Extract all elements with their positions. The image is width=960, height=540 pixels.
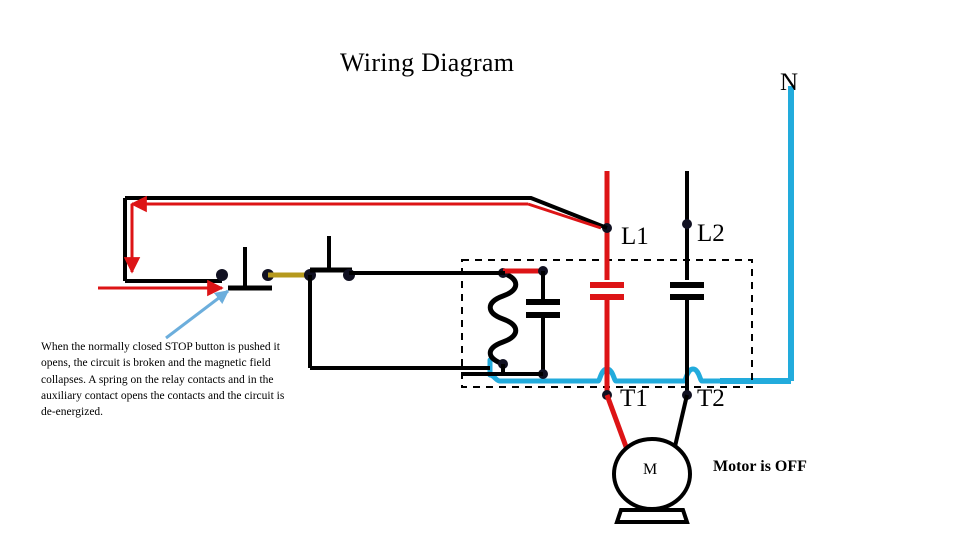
l2-branch <box>670 171 704 400</box>
label-neutral: N <box>780 69 799 96</box>
label-motor-state: Motor is OFF <box>713 458 807 475</box>
explanation-caption: When the normally closed STOP button is … <box>41 341 285 419</box>
relay-coil-assembly <box>462 266 560 379</box>
stop-pushbutton[interactable] <box>216 247 274 291</box>
label-terminal1: T1 <box>620 385 648 412</box>
motor-base <box>614 508 690 524</box>
start-pushbutton[interactable] <box>304 236 355 281</box>
current-flow-arrows <box>98 195 602 297</box>
stop-left-terminal-dot <box>216 269 228 281</box>
label-line2: L2 <box>697 220 725 247</box>
l2-terminal-dot <box>682 219 692 229</box>
page-title: Wiring Diagram <box>340 48 515 77</box>
label-line1: L1 <box>621 223 649 250</box>
neutral-conductor <box>720 86 794 384</box>
label-terminal2: T2 <box>697 385 725 412</box>
label-motor-symbol: M <box>643 461 658 478</box>
motor-symbol <box>612 437 692 524</box>
callout-pointer-arrow <box>165 289 230 340</box>
coil-lower-rail <box>308 275 490 370</box>
l1-branch <box>590 171 624 400</box>
